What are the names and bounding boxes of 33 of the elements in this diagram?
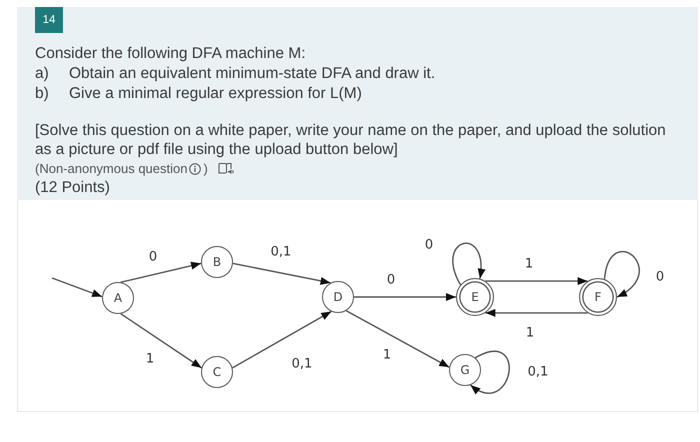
edge-label: 0 <box>386 272 396 288</box>
question-text: Consider the following DFA machine M: <box>35 44 306 63</box>
transition-arrow <box>232 310 332 368</box>
transition-arrow <box>232 262 331 285</box>
edge-label: 1 <box>524 256 534 272</box>
start-arrow <box>52 277 102 298</box>
instruction-text: [Solve this question on a white paper, write your name on the paper, and upload the solution as a picture or pdf file using the upload button below] <box>35 121 667 159</box>
transition-arrow <box>485 277 588 286</box>
edge-label: 0,1 <box>528 364 548 380</box>
question-number: 14 <box>35 7 63 33</box>
self-loop-arrow <box>604 250 640 298</box>
transition-arrow <box>120 262 202 283</box>
list-marker: b) <box>35 84 49 103</box>
points-text: (12 Points) <box>35 178 110 197</box>
edge-label: 0 <box>148 250 158 264</box>
transition-arrow <box>120 313 202 368</box>
self-loop-arrow <box>470 350 510 394</box>
edge-label: 0 <box>424 238 434 252</box>
transition-arrow <box>485 308 588 317</box>
list-marker: a) <box>35 64 49 83</box>
transition-arrow <box>354 293 456 301</box>
transition-arrow <box>346 310 450 368</box>
question-item: Obtain an equivalent minimum-state DFA and draw it. <box>69 64 436 83</box>
edge-label: 0,1 <box>270 244 292 260</box>
question-note: (Non-anonymous question <box>35 160 188 178</box>
question-item: Give a minimal regular expression for L(M) <box>69 84 362 103</box>
edge-label: 0 <box>656 270 664 284</box>
edge-label: 1 <box>526 326 534 340</box>
self-loop-arrow <box>452 242 485 286</box>
edge-label: 1 <box>382 348 392 362</box>
question-note: ) <box>203 160 208 178</box>
edge-label: 1 <box>146 352 154 366</box>
edge-label: 0,1 <box>292 356 312 372</box>
